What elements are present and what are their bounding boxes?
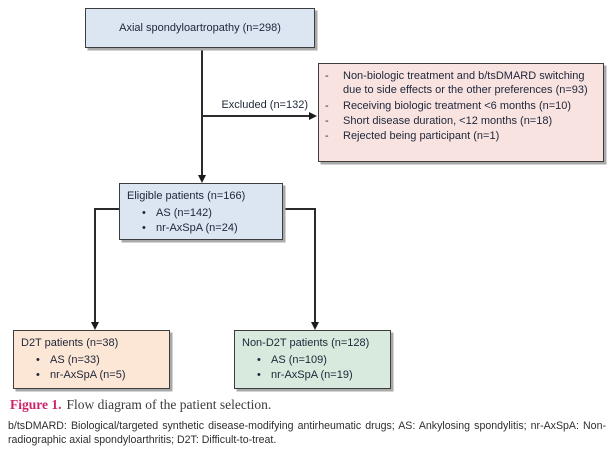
figure-caption-text: Flow diagram of the patient selection. — [66, 397, 272, 412]
figure-number-label: Figure 1. — [10, 397, 62, 412]
node-axial-spondyloarthropathy: Axial spondyloartropathy (n=298) — [85, 8, 315, 48]
figure-caption: Figure 1. Flow diagram of the patient sel… — [10, 397, 606, 413]
bullet-text: nr-AxSpA (n=5) — [50, 368, 126, 381]
bullet-text: nr-AxSpA (n=19) — [271, 368, 353, 381]
node-eligible-patients: Eligible patients (n=166) • AS (n=142) •… — [119, 183, 283, 240]
excluded-arrow-label: Excluded (n=132) — [221, 99, 308, 111]
bullet-marker: • — [257, 368, 261, 381]
excluded-item: - Non-biologic treatment and b/tsDMARD s… — [325, 69, 597, 98]
excluded-item: - Short disease duration, <12 months (n=… — [325, 114, 597, 128]
node-bullet: • AS (n=109) — [257, 353, 383, 367]
node-excluded-reasons: - Non-biologic treatment and b/tsDMARD s… — [318, 63, 604, 162]
connector-branch-right-vertical — [314, 208, 316, 323]
excluded-item: - Rejected being participant (n=1) — [325, 129, 597, 143]
connector-to-excluded — [201, 115, 311, 117]
bullet-marker: • — [142, 221, 146, 234]
excluded-item-text: Rejected being participant (n=1) — [343, 130, 500, 143]
node-d2t-patients: D2T patients (n=38) • AS (n=33) • nr-AxS… — [13, 330, 170, 389]
arrowhead-right-icon — [309, 111, 317, 120]
bullet-marker: • — [36, 368, 40, 381]
connector-top-to-eligible — [201, 48, 203, 176]
node-title: Non-D2T patients (n=128) — [242, 337, 370, 349]
dash-marker: - — [325, 130, 329, 143]
node-label: Axial spondyloartropathy (n=298) — [119, 21, 281, 34]
dash-marker: - — [325, 114, 329, 127]
dash-marker: - — [325, 70, 329, 82]
connector-branch-left-horizontal — [94, 208, 120, 210]
node-title: Eligible patients (n=166) — [127, 190, 246, 202]
bullet-text: AS (n=109) — [271, 354, 327, 367]
node-non-d2t-patients: Non-D2T patients (n=128) • AS (n=109) • … — [234, 330, 391, 389]
bullet-text: AS (n=142) — [156, 207, 212, 220]
node-bullet: • nr-AxSpA (n=19) — [257, 368, 383, 382]
node-bullet: • nr-AxSpA (n=24) — [142, 221, 275, 235]
arrowhead-down-icon — [90, 322, 99, 330]
figure-footnote: b/tsDMARD: Biological/targeted synthetic… — [8, 420, 606, 446]
excluded-item-text: Short disease duration, <12 months (n=18… — [343, 114, 553, 127]
dash-marker: - — [325, 99, 329, 112]
bullet-text: AS (n=33) — [50, 354, 100, 367]
arrowhead-down-icon — [310, 322, 319, 330]
excluded-item: - Receiving biologic treatment <6 months… — [325, 99, 597, 113]
node-bullet: • AS (n=33) — [36, 353, 162, 367]
node-title: D2T patients (n=38) — [21, 337, 119, 349]
arrowhead-down-icon — [197, 175, 206, 183]
bullet-marker: • — [142, 207, 146, 220]
bullet-text: nr-AxSpA (n=24) — [156, 221, 238, 234]
excluded-item-text: Receiving biologic treatment <6 months (… — [343, 99, 572, 112]
node-bullet: • AS (n=142) — [142, 206, 275, 220]
connector-branch-left-vertical — [94, 208, 96, 323]
excluded-item-text: Non-biologic treatment and b/tsDMARD swi… — [343, 70, 588, 97]
bullet-marker: • — [257, 354, 261, 367]
node-bullet: • nr-AxSpA (n=5) — [36, 368, 162, 382]
connector-branch-right-horizontal — [283, 208, 315, 210]
bullet-marker: • — [36, 354, 40, 367]
